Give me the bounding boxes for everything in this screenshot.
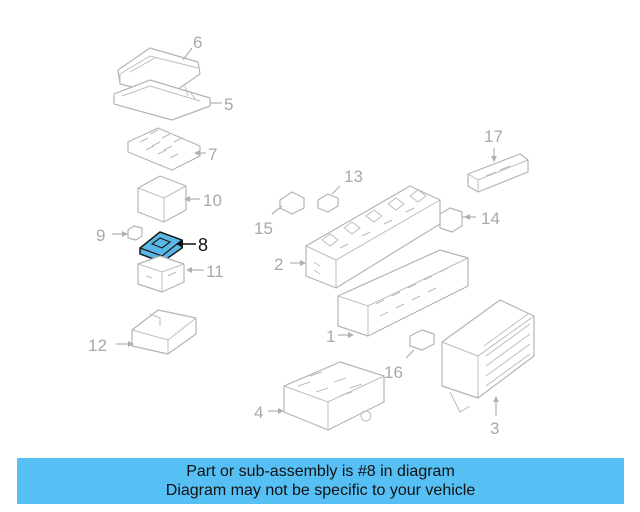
part-17-relay-strip[interactable]	[467, 153, 529, 193]
callout-3: 3	[490, 396, 499, 438]
part-11-relay-base[interactable]	[137, 255, 185, 293]
callout-13: 13	[331, 167, 363, 195]
callout-number: 5	[224, 95, 233, 114]
callout-number: 3	[490, 419, 499, 438]
callout-number: 6	[193, 33, 202, 52]
banner-line-1: Part or sub-assembly is #8 in diagram	[186, 463, 455, 480]
callout-7: 7	[194, 145, 217, 164]
part-4-base-box[interactable]	[283, 361, 385, 431]
part-16-connector[interactable]	[409, 329, 435, 351]
part-15-clip[interactable]	[279, 191, 305, 215]
part-1-junction-block[interactable]	[337, 249, 469, 337]
callout-number: 4	[254, 403, 263, 422]
callout-number: 16	[384, 363, 403, 382]
part-9-fuse[interactable]	[127, 225, 143, 241]
callout-number: 8	[198, 235, 208, 255]
callout-6: 6	[182, 33, 202, 61]
callout-1: 1	[326, 327, 354, 346]
callout-number: 7	[208, 145, 217, 164]
callout-number: 12	[88, 336, 107, 355]
part-12-connector[interactable]	[131, 309, 197, 355]
callout-5: 5	[210, 95, 233, 114]
callout-14: 14	[462, 209, 500, 228]
info-banner: Part or sub-assembly is #8 in diagram Di…	[17, 458, 624, 504]
part-13-small-relay[interactable]	[317, 193, 339, 213]
callout-number: 10	[203, 191, 222, 210]
callout-15: 15	[254, 205, 283, 238]
callout-number: 11	[206, 262, 224, 281]
part-7-fuse-block[interactable]	[127, 127, 201, 171]
callout-11: 11	[186, 262, 224, 281]
callout-number: 17	[484, 127, 503, 146]
callout-number: 14	[481, 209, 500, 228]
callout-number: 15	[254, 219, 273, 238]
part-2-panel[interactable]	[305, 185, 441, 289]
callout-4: 4	[254, 403, 284, 422]
callout-10: 10	[184, 191, 222, 210]
part-5-base[interactable]	[113, 79, 211, 121]
callout-12: 12	[88, 336, 134, 355]
callout-number: 13	[344, 167, 363, 186]
part-3-housing[interactable]	[441, 299, 535, 413]
callout-number: 2	[274, 255, 283, 274]
banner-line-2: Diagram may not be specific to your vehi…	[165, 482, 476, 499]
part-10-relay[interactable]	[137, 175, 187, 223]
callout-number: 9	[96, 226, 105, 245]
part-14-cube[interactable]	[439, 207, 463, 233]
callout-16: 16	[384, 349, 415, 382]
parts-diagram: 6 5 7 10 9	[88, 33, 535, 438]
callout-8: 8	[176, 235, 208, 255]
callout-number: 1	[326, 327, 335, 346]
callout-9: 9	[96, 226, 128, 245]
callout-17: 17	[484, 127, 503, 162]
callout-2: 2	[274, 255, 306, 274]
